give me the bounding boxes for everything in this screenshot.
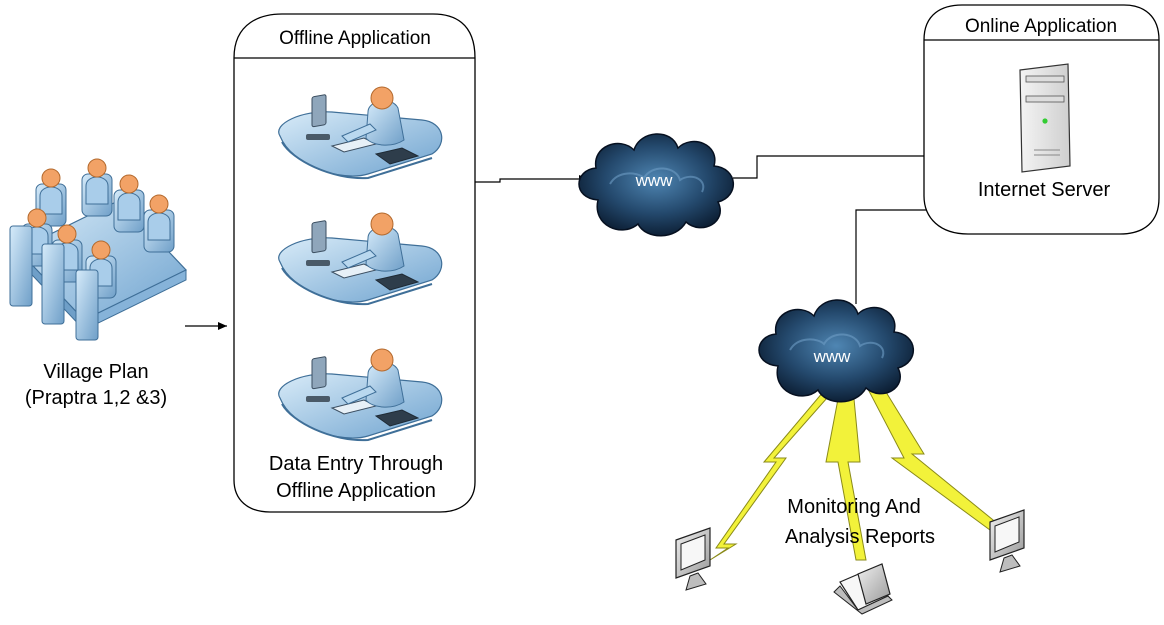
internet-server-icon <box>1019 63 1071 173</box>
offline-application-container: Offline Application Data Entry Through O… <box>233 13 476 513</box>
monitor-icon-right <box>989 509 1025 573</box>
village-plan-line2: (Praptra 1,2 &3) <box>25 387 167 409</box>
offline-caption-line2: Offline Application <box>276 480 436 502</box>
reports-caption-line1: Monitoring And <box>787 496 920 518</box>
offline-caption-line1: Data Entry Through <box>269 453 443 475</box>
online-application-title: Online Application <box>965 16 1117 37</box>
laptop-icon <box>833 563 893 615</box>
lightning-bolt-left <box>709 371 852 561</box>
monitor-icon-left <box>675 527 711 591</box>
online-application-container: Online Application Internet Server <box>923 4 1160 235</box>
village-plan-line1: Village Plan <box>43 361 148 383</box>
offline-to-cloud-line <box>470 175 588 183</box>
village-meeting-icon <box>9 158 187 341</box>
cloud-to-server-line <box>733 152 1040 179</box>
lightning-bolt-middle <box>825 377 867 561</box>
cloud-top-label: www <box>635 171 674 190</box>
lightning-bolts <box>709 365 999 561</box>
reports-caption-line2: Analysis Reports <box>785 526 935 548</box>
cloud-bottom-label: www <box>813 347 852 366</box>
internet-server-label: Internet Server <box>978 179 1111 201</box>
offline-application-title: Offline Application <box>279 28 431 49</box>
